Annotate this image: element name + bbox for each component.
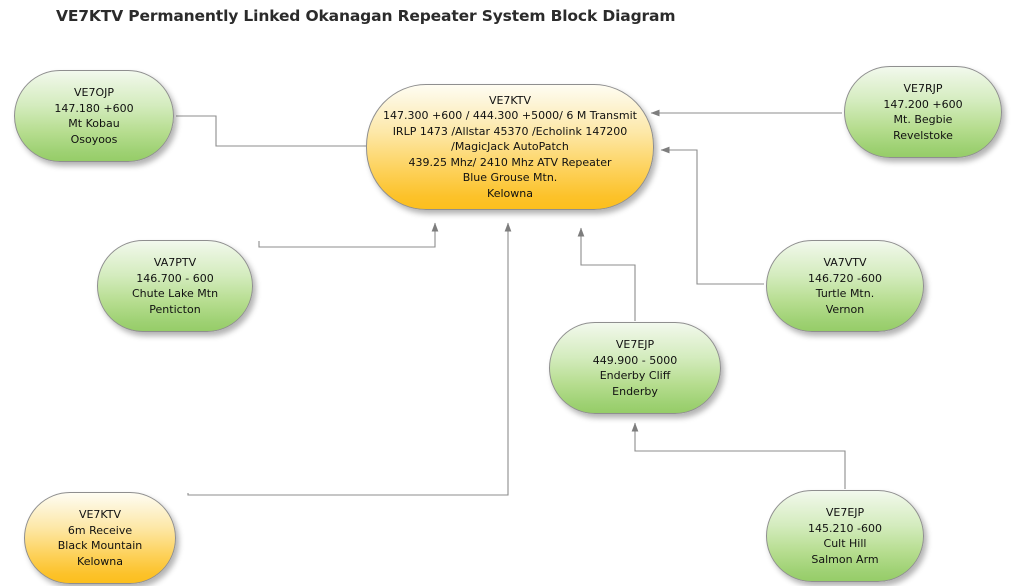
node-ve7ktv-6m-receive[interactable]: VE7KTV 6m Receive Black Mountain Kelowna — [24, 492, 176, 584]
link-ve7ejp-enderby-to-hub — [577, 227, 636, 321]
node-line: Salmon Arm — [811, 552, 879, 566]
node-line: VE7KTV — [488, 93, 532, 107]
node-line: Kelowna — [77, 554, 123, 568]
node-va7ptv[interactable]: VA7PTV 146.700 - 600 Chute Lake Mtn Pent… — [97, 240, 253, 332]
node-ve7ejp-enderby[interactable]: VE7EJP 449.900 - 5000 Enderby Cliff Ende… — [549, 322, 721, 414]
node-line: Mt. Begbie — [893, 113, 953, 126]
node-line: Black Mountain — [57, 539, 143, 552]
node-line: Blue Grouse Mtn. — [462, 171, 558, 185]
node-line: 439.25 Mhz/ 2410 Mhz ATV Repeater — [408, 155, 612, 169]
node-line: 146.700 - 600 — [136, 271, 214, 285]
page-title: VE7KTV Permanently Linked Okanagan Repea… — [56, 7, 676, 25]
link-va7vtv-to-hub — [660, 146, 764, 285]
node-line: IRLP 1473 /Allstar 45370 /Echolink 14720… — [392, 124, 628, 138]
node-line: Vernon — [825, 302, 865, 316]
node-line: Osoyoos — [70, 132, 118, 146]
link-va7ptv-to-hub — [258, 222, 439, 248]
node-line: 147.200 +600 — [883, 97, 963, 111]
link-ve7ojp-to-hub — [176, 115, 382, 150]
node-line: Cult Hill — [823, 537, 867, 550]
node-va7vtv[interactable]: VA7VTV 146.720 -600 Turtle Mtn. Vernon — [766, 240, 924, 332]
node-line: VA7PTV — [153, 256, 197, 269]
node-line: Penticton — [149, 302, 201, 316]
node-line: 449.900 - 5000 — [592, 353, 678, 367]
node-line: VA7VTV — [823, 256, 867, 269]
node-ve7ojp[interactable]: VE7OJP 147.180 +600 Mt Kobau Osoyoos — [14, 70, 174, 162]
node-line: VE7EJP — [615, 338, 655, 351]
node-line: 147.300 +600 / 444.300 +5000/ 6 M Transm… — [383, 109, 637, 123]
node-line: 147.180 +600 — [54, 101, 134, 115]
node-line: VE7OJP — [73, 86, 114, 99]
node-line: 6m Receive — [67, 523, 133, 537]
node-line: Turtle Mtn. — [815, 287, 875, 300]
node-line: VE7KTV — [78, 508, 122, 521]
node-ve7ejp-salmon-arm[interactable]: VE7EJP 145.210 -600 Cult Hill Salmon Arm — [766, 490, 924, 582]
node-line: VE7RJP — [903, 82, 943, 95]
node-line: 146.720 -600 — [808, 271, 882, 285]
node-line: /MagicJack AutoPatch — [451, 140, 569, 154]
node-line: 145.210 -600 — [808, 521, 882, 535]
node-line: Kelowna — [487, 186, 533, 200]
node-line: Enderby — [612, 384, 658, 398]
node-line: VE7EJP — [825, 506, 865, 519]
node-ve7ktv-hub[interactable]: VE7KTV 147.300 +600 / 444.300 +5000/ 6 M… — [366, 84, 654, 210]
node-line: Revelstoke — [893, 128, 953, 142]
node-ve7rjp[interactable]: VE7RJP 147.200 +600 Mt. Begbie Revelstok… — [844, 66, 1002, 158]
node-line: Chute Lake Mtn — [131, 287, 219, 300]
node-line: Mt Kobau — [68, 117, 120, 130]
node-line: Enderby Cliff — [599, 369, 671, 382]
link-ve7ejp-salmon-arm-to-enderby — [631, 422, 846, 489]
